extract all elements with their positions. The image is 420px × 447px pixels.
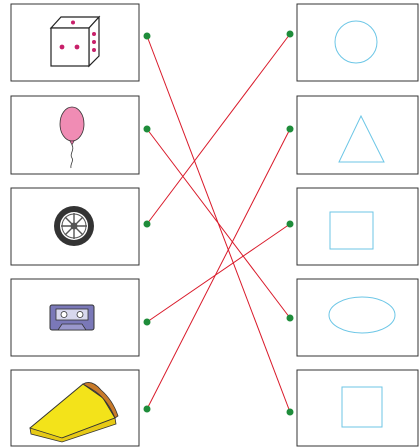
wheel-icon: [54, 206, 94, 246]
left-dot-dice[interactable]: [144, 33, 151, 40]
connector-balloon-ellipse: [147, 129, 290, 318]
left-box-cassette: [11, 279, 139, 356]
right-dot-triangle[interactable]: [287, 126, 294, 133]
left-dot-cheese[interactable]: [144, 406, 151, 413]
right-box-triangle: [297, 96, 418, 174]
left-dot-cassette[interactable]: [144, 319, 151, 326]
connector-wheel-circle: [147, 34, 290, 224]
right-box-circle: [297, 4, 418, 81]
left-box-wheel: [11, 188, 139, 265]
cassette-icon: [50, 305, 94, 330]
left-box-balloon: [11, 96, 139, 174]
right-dot-rectangle[interactable]: [287, 221, 294, 228]
right-dot-circle[interactable]: [287, 31, 294, 38]
connector-cassette-rectangle: [147, 224, 290, 322]
dice-icon: [51, 17, 99, 66]
right-box-rectangle: [297, 188, 418, 265]
right-dot-ellipse[interactable]: [287, 315, 294, 322]
left-dot-wheel[interactable]: [144, 221, 151, 228]
left-box-cheese: [11, 370, 139, 446]
connector-lines: [147, 34, 290, 412]
left-box-dice: [11, 4, 139, 81]
right-box-square: [297, 370, 418, 446]
left-dot-balloon[interactable]: [144, 126, 151, 133]
connector-cheese-triangle: [147, 129, 290, 409]
right-dot-square[interactable]: [287, 409, 294, 416]
right-box-ellipse: [297, 279, 418, 356]
